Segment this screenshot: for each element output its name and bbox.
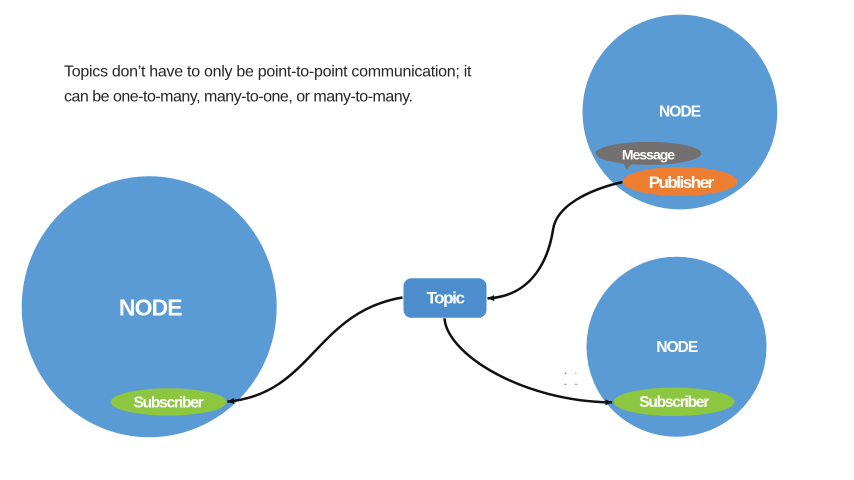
svg-text:Publisher: Publisher [649, 173, 715, 192]
svg-text:NODE: NODE [119, 295, 182, 321]
svg-text:NODE: NODE [659, 104, 701, 121]
svg-text:Topics don’t have to only be p: Topics don’t have to only be point-to-po… [64, 64, 472, 81]
svg-text:Topic: Topic [426, 288, 464, 307]
svg-text:NODE: NODE [656, 339, 697, 356]
svg-text:Subscriber: Subscriber [134, 395, 204, 412]
svg-text:Message: Message [622, 146, 675, 162]
svg-text:can be one-to-many, many-to-on: can be one-to-many, many-to-one, or many… [64, 89, 412, 106]
svg-text:Subscriber: Subscriber [639, 394, 709, 411]
